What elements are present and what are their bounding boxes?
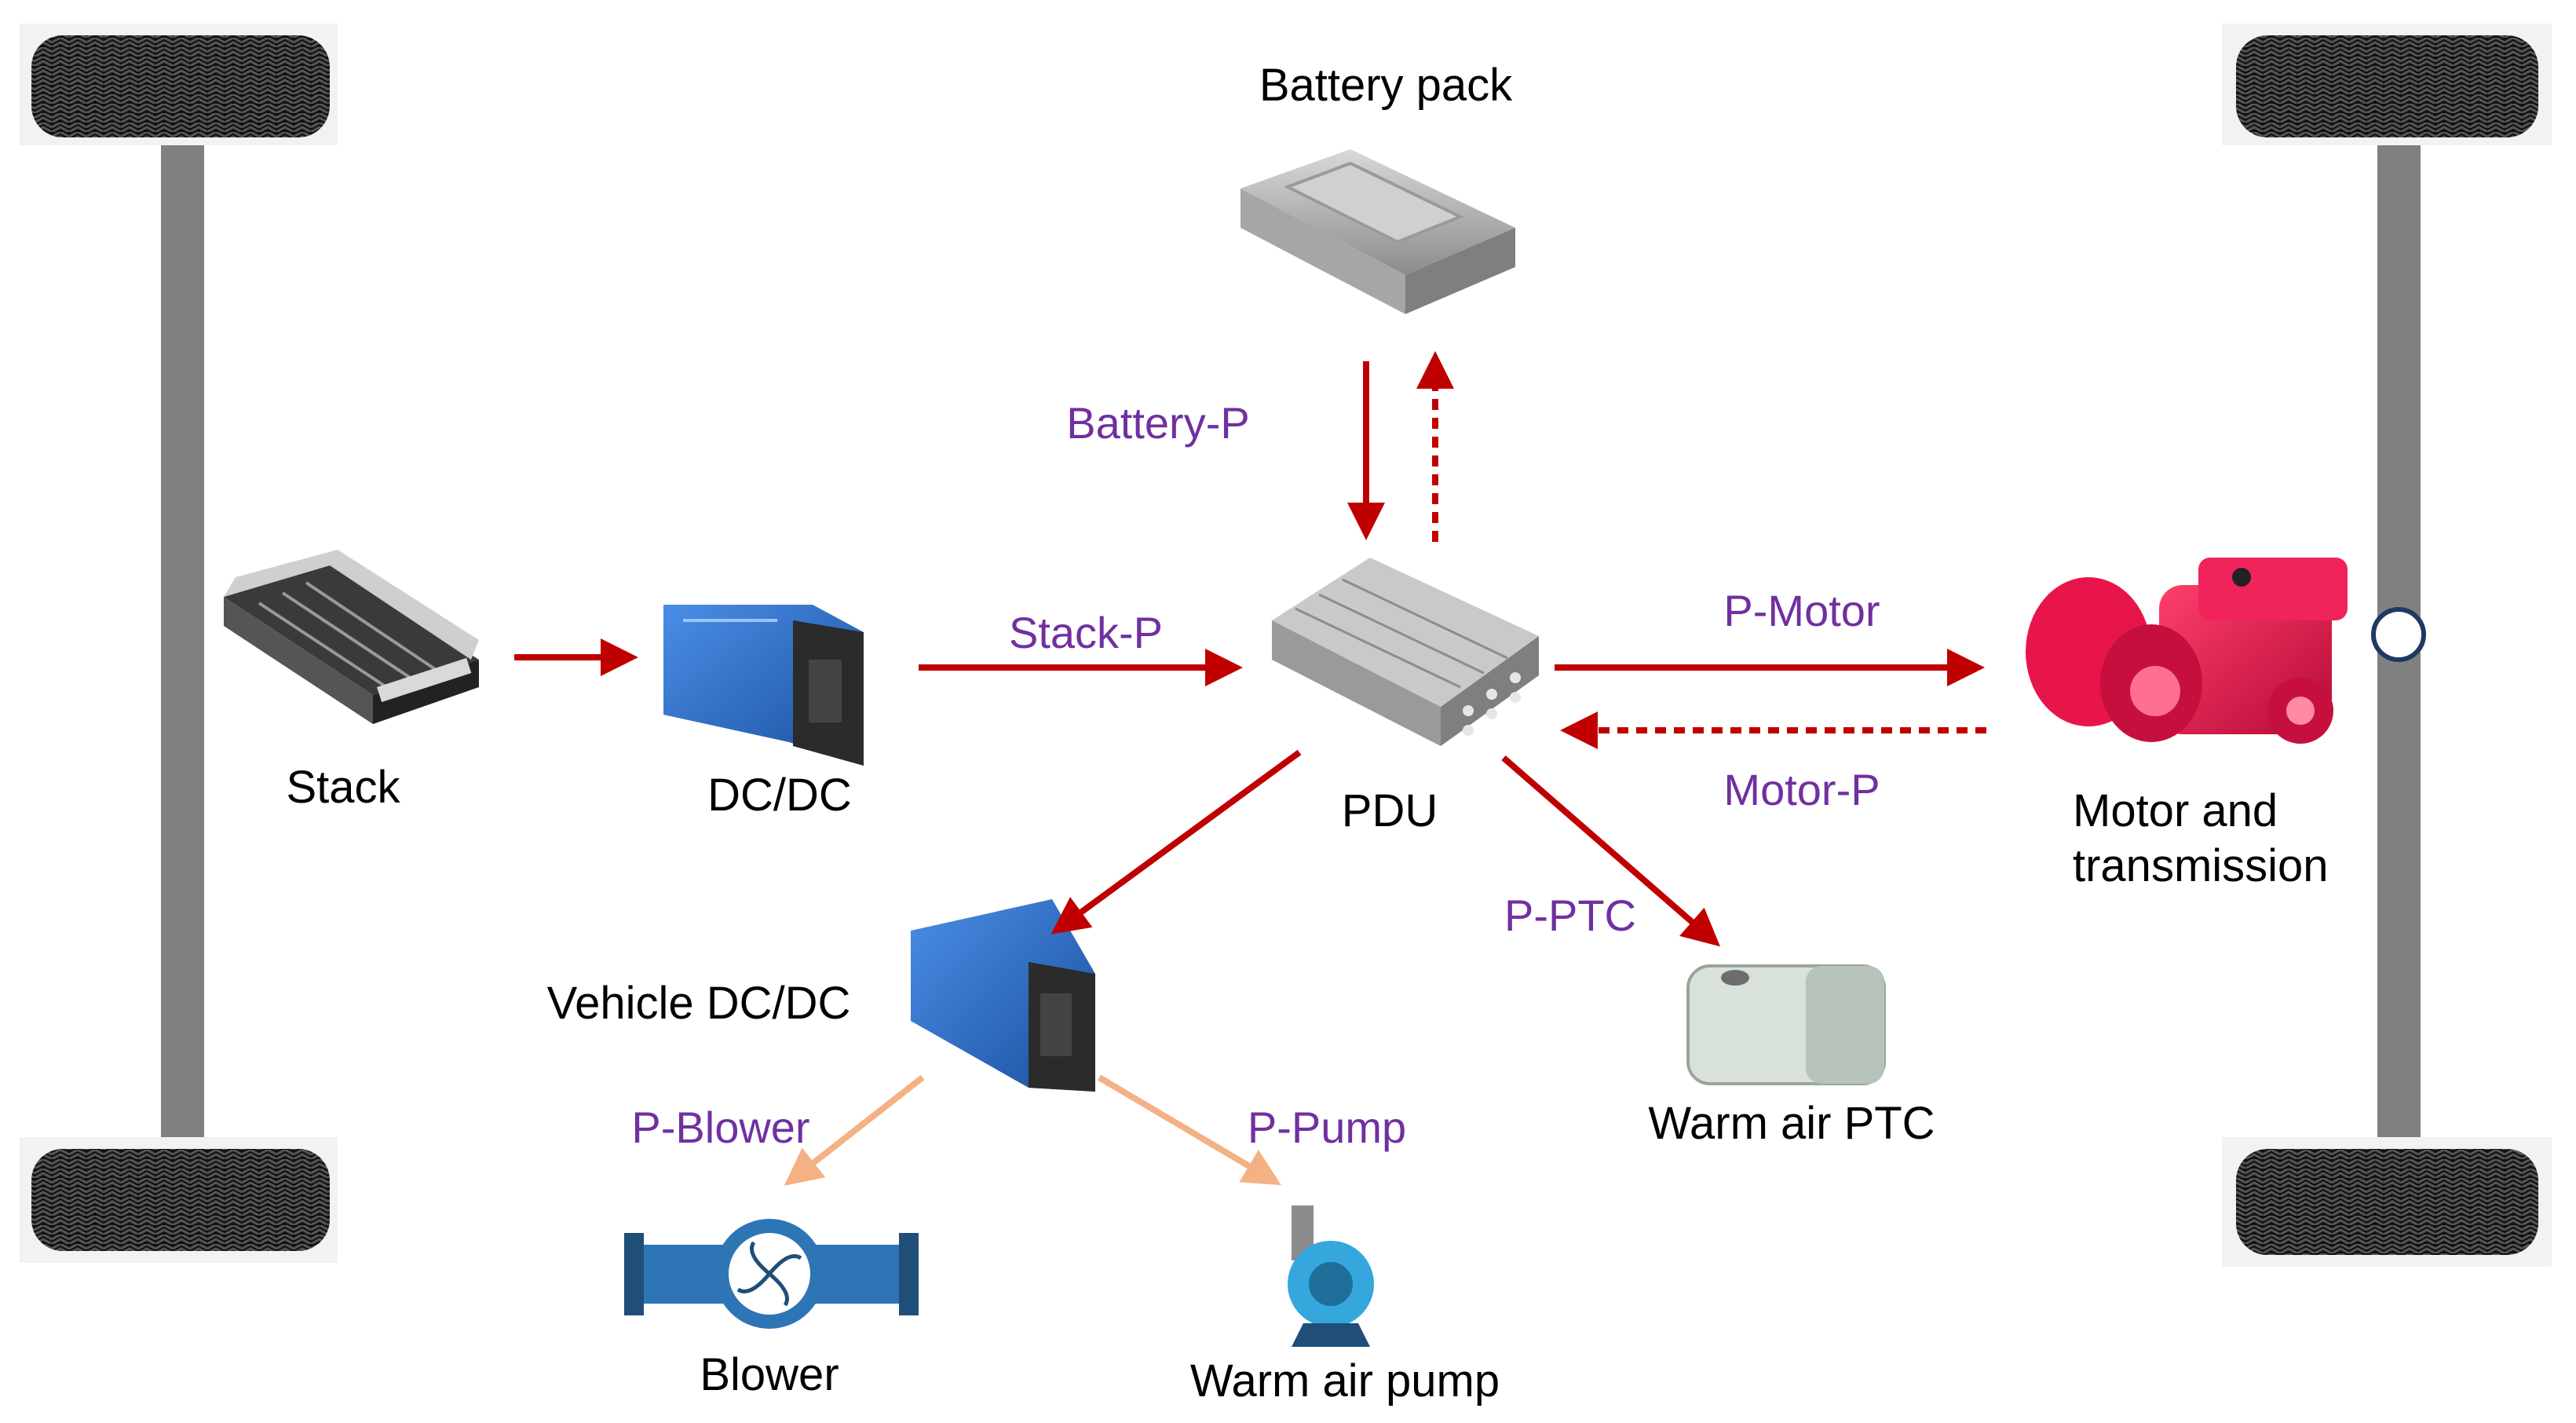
motor-label-line2: transmission [2073,840,2329,891]
flow-label-stack-p: Stack-P [1009,608,1163,657]
vehicle-dcdc-icon [911,899,1095,1092]
battery-pack-label: Battery pack [1259,60,1513,111]
pump-label: Warm air pump [1190,1355,1500,1407]
dcdc-icon [663,605,864,766]
flow-label-p-blower: P-Blower [631,1103,809,1152]
motor-label: Motor and transmission [2073,785,2329,891]
motor-transmission-icon [2026,558,2348,744]
pdu-icon [1272,558,1539,746]
wheel-rear-top-icon [2222,24,2552,145]
vehicle-dcdc-label: Vehicle DC/DC [547,978,851,1029]
pump-icon [1288,1205,1374,1347]
dcdc-label: DC/DC [707,770,852,821]
wheel-front-bottom-icon [20,1137,338,1263]
flow-label-battery-p: Battery-P [1066,398,1249,448]
flow-label-p-pump: P-Pump [1248,1103,1406,1152]
wheel-rear-bottom-icon [2222,1137,2552,1267]
front-axle [161,137,204,1150]
arrow-pdu-to-vehicle-dcdc [1050,749,1302,935]
arrow-vehicle-dcdc-to-blower [784,1074,925,1186]
stack-icon [224,550,479,724]
blower-icon [624,1219,919,1329]
motor-label-line1: Motor and [2073,785,2278,836]
flow-label-p-motor: P-Motor [1723,586,1880,635]
stack-label: Stack [286,762,400,813]
flow-label-motor-p: Motor-P [1723,765,1880,814]
arrow-vehicle-dcdc-to-pump [1097,1074,1281,1186]
ptc-icon [1686,964,1886,1085]
pdu-label: PDU [1342,785,1438,836]
ptc-label: Warm air PTC [1648,1098,1935,1149]
axle-joint-icon [2371,607,2426,662]
wheel-front-top-icon [20,24,338,145]
arrow-pdu-to-ptc [1501,755,1721,947]
blower-label: Blower [700,1349,839,1400]
flow-label-p-ptc: P-PTC [1504,891,1636,940]
battery-pack-icon [1240,149,1515,314]
